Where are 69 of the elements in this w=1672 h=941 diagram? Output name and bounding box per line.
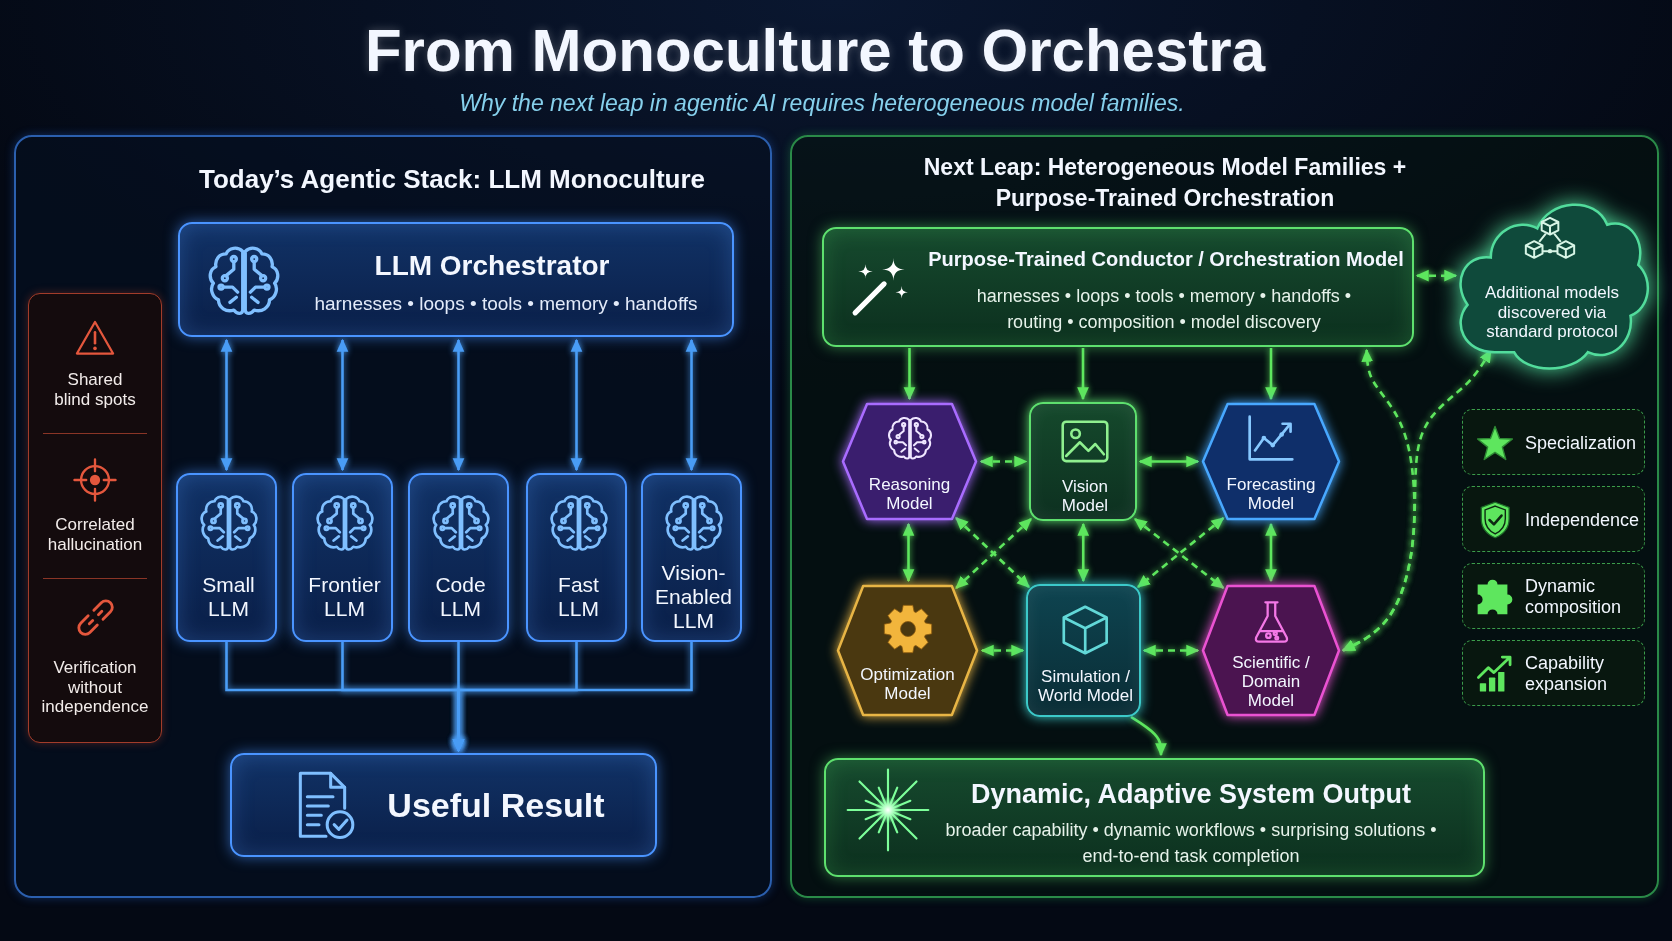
model-label: Vision Model <box>1060 476 1110 516</box>
model-label: Fast LLM <box>558 572 599 622</box>
model-label: Code LLM <box>435 572 486 622</box>
arrow <box>1415 269 1458 282</box>
model-hexagon <box>1201 402 1341 521</box>
arrow <box>1138 455 1200 468</box>
box-subtitle: broader capability • dynamic workflows • surprising solutions • end-to-end task completion <box>944 818 1438 868</box>
arrow <box>903 348 916 401</box>
benefit-label: Specialization <box>1525 432 1637 454</box>
arrow <box>1077 522 1090 583</box>
box-title: LLM Orchestrator <box>374 249 610 283</box>
output-box <box>824 758 1485 877</box>
model-label: Frontier LLM <box>308 572 381 622</box>
risk-label: Shared blind spots <box>53 370 137 410</box>
model-label: Small LLM <box>202 572 255 622</box>
box-title: Purpose-Trained Conductor / Orchestration Model <box>928 247 1404 271</box>
model-hexagon <box>1201 584 1341 717</box>
model-hexagon <box>841 402 978 521</box>
box-subtitle: harnesses • loops • tools • memory • handoffs • routing • composition • model discovery <box>975 284 1353 334</box>
model-label: Forecasting Model <box>1225 474 1317 514</box>
benefit-card <box>1462 563 1645 629</box>
model-card <box>1026 584 1141 717</box>
arrow <box>1265 522 1277 583</box>
box-subtitle: harnesses • loops • tools • memory • handoffs <box>314 293 698 315</box>
arrow <box>1130 715 1167 757</box>
stack-panel <box>14 135 772 898</box>
benefit-card <box>1462 409 1645 475</box>
arrow <box>1077 348 1089 401</box>
orchestrator-box <box>178 222 734 337</box>
benefit-label: Dynamic composition <box>1525 576 1623 618</box>
subtitle: Why the next leap in agentic AI requires heterogeneous model families. <box>459 89 1185 117</box>
stack-panel <box>790 135 1659 898</box>
arrow <box>570 338 583 472</box>
risk-panel <box>28 293 162 743</box>
benefit-card <box>1462 640 1645 706</box>
arrow <box>979 455 1028 468</box>
arrow <box>902 522 915 583</box>
arrow <box>220 338 233 472</box>
box-title: Dynamic, Adaptive System Output <box>970 779 1412 811</box>
benefit-card <box>1462 486 1645 552</box>
model-card <box>641 473 742 642</box>
model-card <box>1029 402 1137 521</box>
model-card <box>526 473 627 642</box>
model-label: Scientific / Domain Model <box>1231 653 1311 711</box>
arrow <box>685 338 698 472</box>
diagram-title: From Monoculture to Orchestra <box>364 15 1266 85</box>
model-hexagon <box>836 584 979 717</box>
arrow <box>336 338 349 472</box>
benefit-label: Independence <box>1525 509 1640 531</box>
arrow <box>1265 348 1277 401</box>
benefit-label: Capability expansion <box>1525 653 1609 695</box>
model-card <box>176 473 277 642</box>
result-box <box>230 753 657 857</box>
arrow <box>1142 644 1200 657</box>
risk-label: Correlated hallucination <box>46 515 144 555</box>
panel-heading: Next Leap: Heterogeneous Model Families + Purpose-Trained Orchestration <box>922 152 1408 213</box>
arrow <box>452 338 465 472</box>
box-title: Useful Result <box>387 786 605 826</box>
arrow <box>980 644 1025 657</box>
model-card <box>408 473 509 642</box>
model-label: Simulation / World Model <box>1036 666 1135 706</box>
orchestrator-box <box>822 227 1414 347</box>
model-label: Optimization Model <box>859 664 956 704</box>
model-label: Vision-Enabled LLM <box>654 560 733 634</box>
risk-label: Verification without independence <box>40 657 150 717</box>
panel-heading: Today’s Agentic Stack: LLM Monoculture <box>198 165 706 195</box>
model-label: Reasoning Model <box>867 474 952 514</box>
model-card <box>292 473 393 642</box>
cloud-label: Additional models discovered via standard protocol <box>1483 282 1621 342</box>
